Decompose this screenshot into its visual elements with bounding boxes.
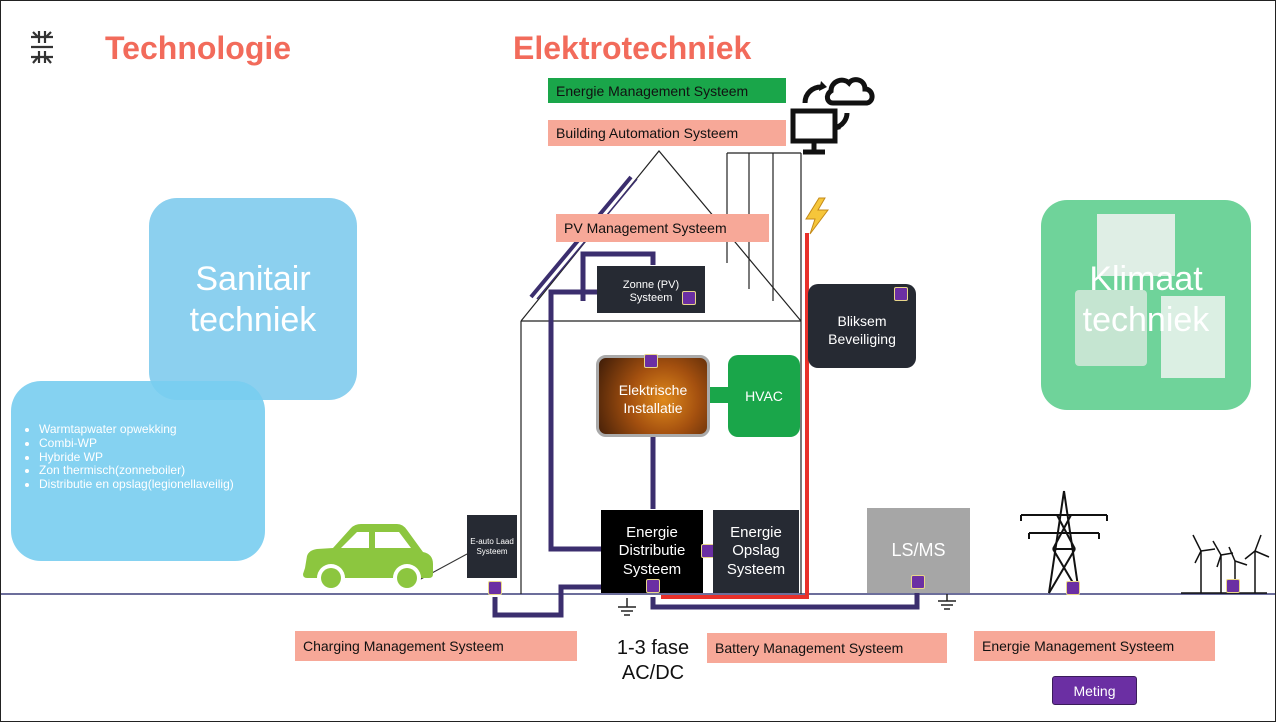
purple-cables	[492, 251, 920, 618]
zonne-pv-label: Zonne (PV) Systeem	[622, 279, 680, 305]
computer-cloud-icon	[790, 77, 875, 155]
port-elektrische[interactable]	[644, 354, 658, 368]
hvac-block[interactable]: HVAC	[728, 355, 800, 437]
charging-management-tag[interactable]: Charging Management Systeem	[295, 631, 577, 661]
port-ls-ms[interactable]	[911, 575, 925, 589]
zonne-pv-block[interactable]: Zonne (PV) Systeem	[597, 266, 705, 313]
ls-ms-label: LS/MS	[891, 540, 946, 560]
section-title: Elektrotechniek	[513, 30, 752, 66]
list-item: Hybride WP	[39, 450, 265, 465]
sanitair-list-box: Warmtapwater opwekking Combi-WP Hybride …	[11, 381, 265, 561]
snowflake-grid-icon	[31, 31, 53, 64]
elektrische-label: Elektrische Installatie	[618, 382, 688, 416]
sanitair-title: Sanitair techniek	[189, 260, 317, 339]
sanitair-list: Warmtapwater opwekking Combi-WP Hybride …	[21, 422, 265, 492]
building-automation-tag[interactable]: Building Automation Systeem	[548, 120, 786, 146]
list-item: Warmtapwater opwekking	[39, 422, 265, 437]
ground-icon-2	[938, 594, 956, 610]
lightning-icon	[805, 197, 829, 235]
red-cable	[661, 233, 809, 599]
battery-management-tag[interactable]: Battery Management Systeem	[707, 633, 947, 663]
e-auto-block[interactable]: E-auto Laad Systeem	[467, 515, 517, 578]
fase-label: 1-3 fase AC/DC	[616, 637, 690, 684]
energie-management-top-tag[interactable]: Energie Management Systeem	[548, 78, 786, 103]
klimaat-device-2	[1075, 290, 1147, 366]
klimaat-title: Klimaat techniek	[1082, 260, 1210, 339]
green-connector	[709, 387, 733, 403]
port-bliksem[interactable]	[894, 287, 908, 301]
port-zonne-pv[interactable]	[682, 291, 696, 305]
pv-management-tag[interactable]: PV Management Systeem	[556, 214, 769, 242]
port-wind[interactable]	[1226, 579, 1240, 593]
wind-turbine-icon	[1181, 534, 1270, 594]
klimaat-blob	[1041, 200, 1251, 410]
list-item: Distributie en opslag(legionellaveilig)	[39, 477, 265, 492]
port-pylon[interactable]	[1066, 581, 1080, 595]
ground-icon	[618, 598, 636, 616]
bliksem-label: Bliksem Beveiliging	[828, 313, 896, 348]
sanitair-blob	[149, 198, 357, 400]
list-item: Combi-WP	[39, 436, 265, 451]
list-item: Zon thermisch(zonneboiler)	[39, 464, 265, 478]
e-auto-label: E-auto Laad Systeem	[470, 537, 514, 557]
klimaat-device-3	[1161, 296, 1225, 378]
meting-button[interactable]: Meting	[1052, 676, 1137, 705]
hvac-label: HVAC	[745, 388, 783, 404]
pylon-icon	[1020, 490, 1108, 594]
page-title: Technologie	[105, 30, 292, 66]
port-energie-distributie-bottom[interactable]	[646, 579, 660, 593]
energie-opslag-label: Energie Opslag Systeem	[726, 524, 786, 578]
energie-management-bottom-tag[interactable]: Energie Management Systeem	[974, 631, 1215, 661]
klimaat-device-1	[1097, 214, 1175, 276]
car-icon	[303, 524, 433, 592]
elektrische-installatie-block[interactable]: Elektrische Installatie	[596, 355, 710, 437]
house-roof	[520, 150, 802, 322]
energie-distributie-label: Energie Distributie Systeem	[618, 524, 686, 578]
port-e-auto[interactable]	[488, 581, 502, 595]
energie-opslag-block[interactable]: Energie Opslag Systeem	[713, 510, 799, 593]
